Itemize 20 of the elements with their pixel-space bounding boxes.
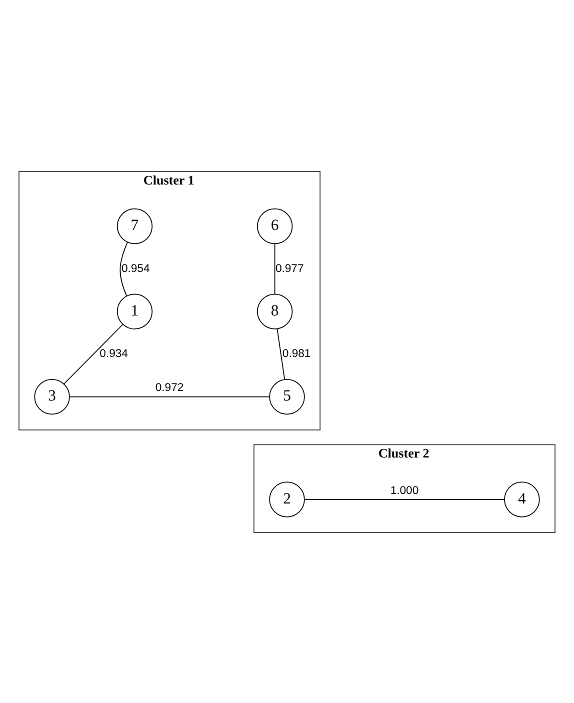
connector bbox=[304, 498, 505, 500]
node-circle: 3 bbox=[34, 378, 70, 414]
edge-label: 0.934 bbox=[100, 348, 128, 360]
node-circle: 4 bbox=[504, 481, 540, 517]
connector bbox=[69, 396, 270, 397]
node-circle: 8 bbox=[256, 293, 293, 329]
connector bbox=[120, 241, 128, 296]
edge-label: 0.981 bbox=[282, 348, 311, 360]
node-circle: 7 bbox=[116, 208, 153, 244]
edge-label: 0.977 bbox=[275, 262, 304, 274]
connector bbox=[274, 243, 276, 294]
connector bbox=[276, 328, 286, 380]
node-circle: 5 bbox=[269, 378, 305, 414]
edge-label: 0.972 bbox=[155, 382, 184, 394]
node-circle: 2 bbox=[269, 481, 305, 517]
connector bbox=[63, 323, 124, 384]
node-circle: 6 bbox=[256, 208, 293, 244]
edge-label: 0.954 bbox=[121, 262, 150, 274]
node-circle: 1 bbox=[116, 293, 153, 329]
edge-label: 1.000 bbox=[390, 484, 419, 496]
